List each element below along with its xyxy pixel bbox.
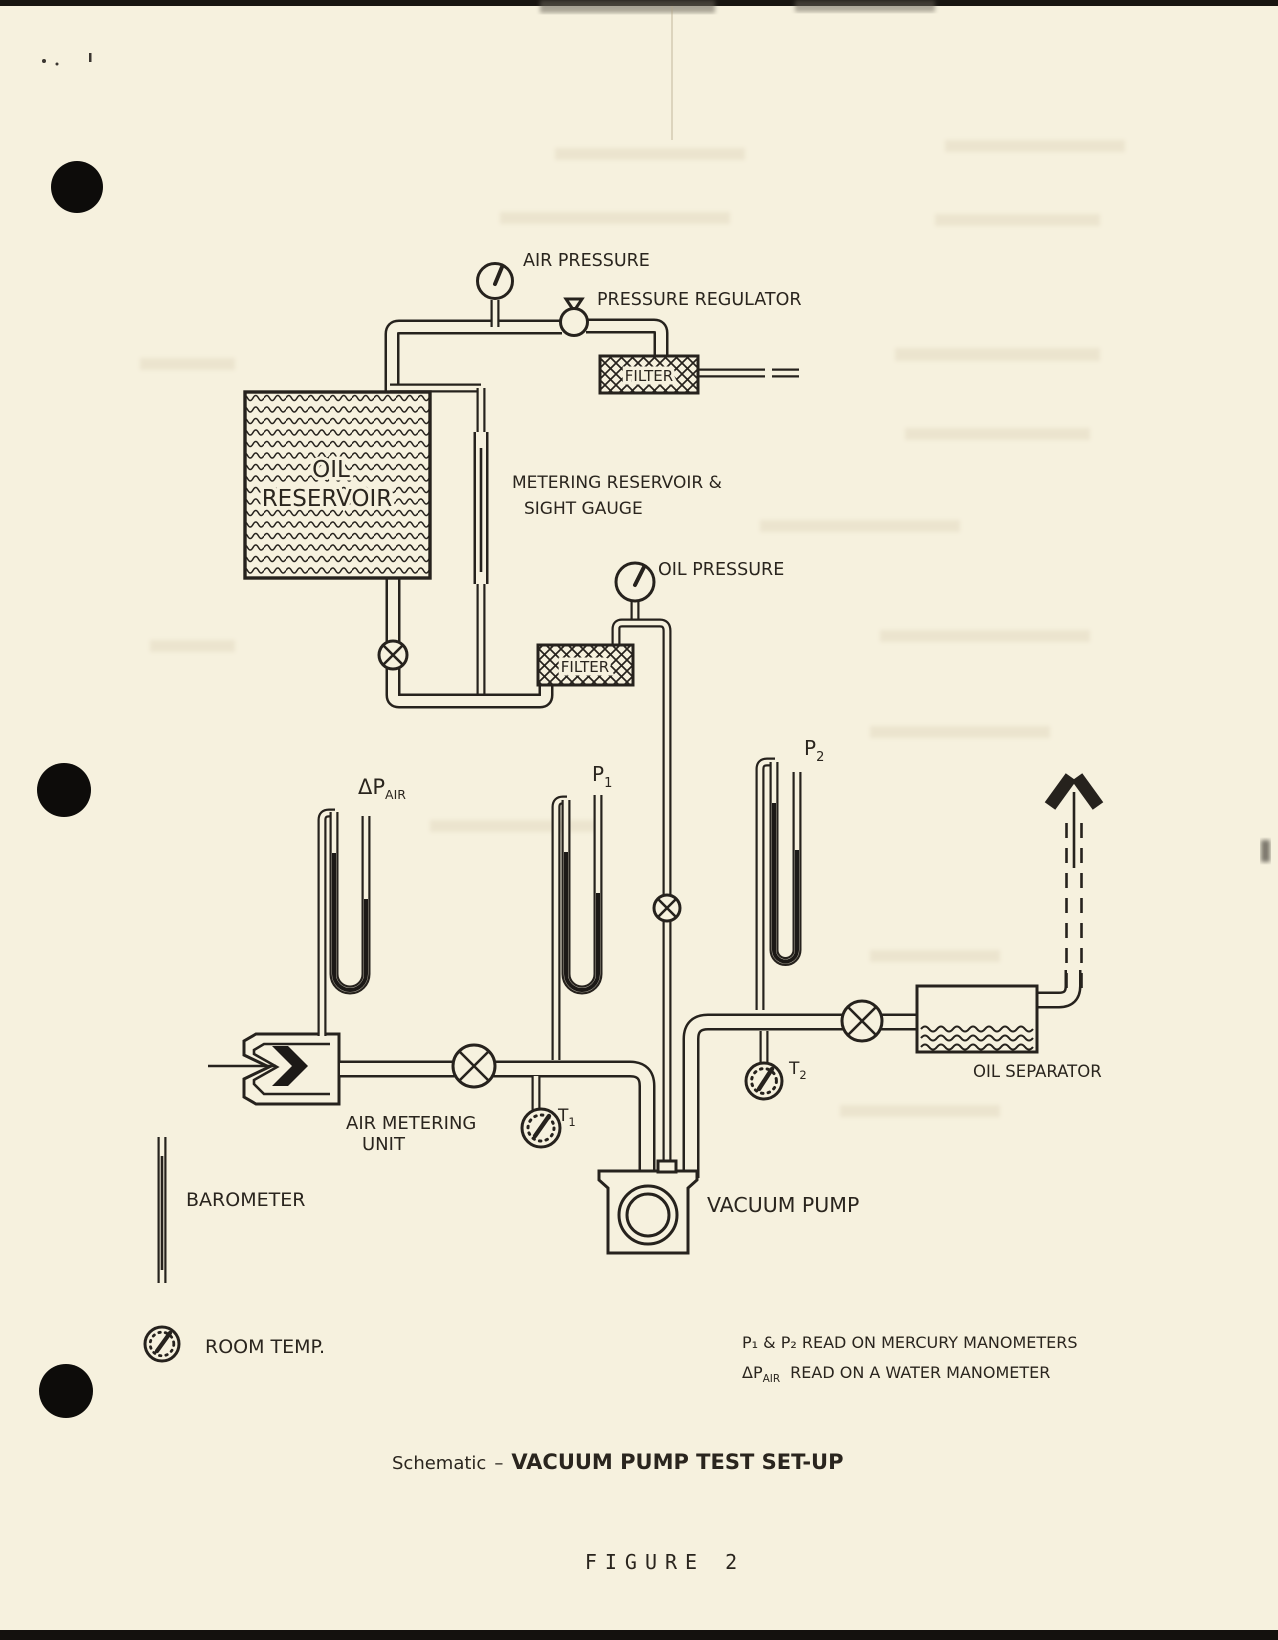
vacuum-pump bbox=[597, 1159, 699, 1255]
p1-label: P1 bbox=[592, 762, 612, 791]
oil-line-valve bbox=[652, 893, 682, 923]
oil-filter-label: FILTER bbox=[561, 658, 609, 676]
bleed-through-ghosting bbox=[140, 140, 1125, 1117]
vacuum-pump-label: VACUUM PUMP bbox=[707, 1193, 859, 1217]
room-temp-label: ROOM TEMP. bbox=[205, 1336, 325, 1358]
air-metering-unit-arrow bbox=[208, 1046, 308, 1086]
exhaust-vent bbox=[1044, 773, 1104, 988]
oil-reservoir-label-2: RESERVOIR bbox=[262, 486, 393, 512]
air-pressure-label: AIR PRESSURE bbox=[523, 251, 650, 271]
schematic-caption: Schematic–VACUUM PUMP TEST SET-UP bbox=[392, 1450, 843, 1474]
pressure-regulator-label: PRESSURE REGULATOR bbox=[597, 290, 802, 310]
air-metering-label-1: AIR METERING bbox=[346, 1113, 476, 1134]
piping-2 bbox=[317, 757, 1082, 1178]
air-metering-label-2: UNIT bbox=[362, 1134, 406, 1155]
manometer-p2 bbox=[769, 762, 802, 966]
manometer-p1 bbox=[561, 795, 603, 995]
oil-pressure-label: OIL PRESSURE bbox=[658, 560, 784, 580]
metering-reservoir-label-2: SIGHT GAUGE bbox=[524, 499, 643, 519]
dp-air-label: ΔPAIR bbox=[358, 775, 406, 802]
barometer-label: BAROMETER bbox=[186, 1189, 305, 1211]
figure-label: FIGURE 2 bbox=[585, 1550, 745, 1574]
air-pressure-gauge bbox=[476, 262, 514, 300]
oil-pressure-gauge bbox=[614, 561, 656, 603]
reservoir-shutoff-valve bbox=[377, 639, 409, 671]
room-temp-gauge bbox=[143, 1325, 181, 1363]
note-mercury-manometers: P₁ & P₂ READ ON MERCURY MANOMETERS bbox=[742, 1333, 1078, 1352]
metering-reservoir-label-1: METERING RESERVOIR & bbox=[512, 473, 722, 493]
oil-separator bbox=[915, 984, 1039, 1054]
hole-punch-2 bbox=[37, 763, 91, 817]
piping bbox=[384, 300, 799, 1167]
discharge-valve bbox=[840, 999, 884, 1043]
air-filter: FILTER bbox=[598, 354, 700, 395]
hole-punch-1 bbox=[51, 161, 103, 213]
oil-separator-label: OIL SEPARATOR bbox=[973, 1062, 1102, 1081]
oil-filter: FILTER bbox=[536, 643, 635, 687]
suction-valve bbox=[451, 1043, 497, 1089]
oil-reservoir-label-1: OIL bbox=[312, 457, 350, 483]
p2-label: P2 bbox=[804, 736, 824, 765]
pressure-regulator bbox=[559, 297, 589, 337]
oil-reservoir: OIL RESERVOIR bbox=[243, 390, 432, 580]
t1-label: T1 bbox=[557, 1106, 576, 1129]
discharge-pipe bbox=[682, 1013, 920, 1178]
oil-inlet-fitting bbox=[656, 1159, 678, 1174]
t2-label: T2 bbox=[788, 1059, 807, 1082]
t1-gauge bbox=[520, 1107, 562, 1149]
exhaust-arrow-head bbox=[1044, 773, 1104, 810]
hole-punch-3 bbox=[39, 1364, 93, 1418]
manometer-dp-air bbox=[329, 812, 371, 995]
air-filter-label: FILTER bbox=[625, 367, 673, 385]
reservoir-outlet-pipe bbox=[385, 576, 554, 709]
t2-gauge bbox=[744, 1061, 784, 1101]
